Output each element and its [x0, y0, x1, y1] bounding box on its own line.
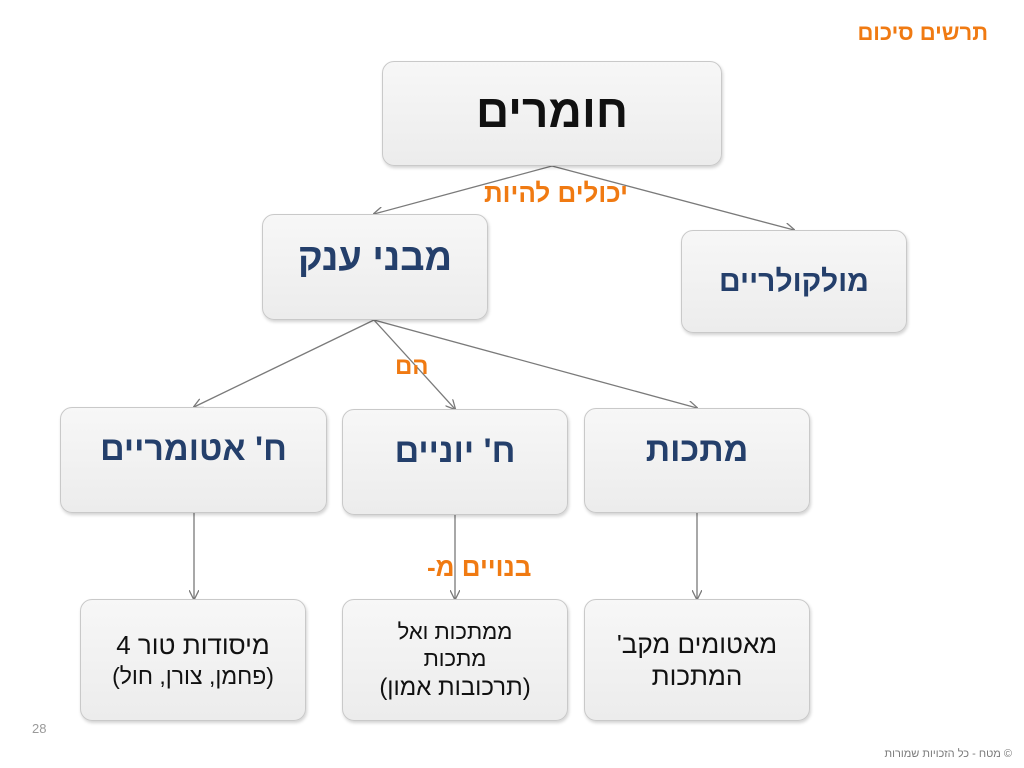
arrow-giant-to-ionic: [373, 319, 455, 409]
ionic-composition-line-2: מתכות: [423, 646, 487, 671]
arrow-materials-to-giant: [374, 165, 553, 214]
arrow-giant-to-metals: [373, 319, 697, 408]
node-atomic-elements-text: מיסודות טור 4 (פחמן, צורן, חול): [112, 629, 274, 690]
edge-label-can-be: יכולים להיות: [484, 178, 628, 208]
node-giant-structures: מבני ענק: [262, 214, 488, 320]
node-metal-atoms-label: מאטומים מקב' המתכות: [616, 628, 778, 692]
node-molecular-label: מולקולריים: [719, 264, 869, 298]
node-metals: מתכות: [584, 408, 810, 513]
node-atomic-substances: ח' אטומריים: [60, 407, 327, 513]
node-metal-atoms: מאטומים מקב' המתכות: [584, 599, 810, 721]
arrow-giant-to-atomic: [194, 319, 375, 407]
edge-label-built-from: בנויים מ-: [427, 552, 532, 582]
edge-label-are: הם: [395, 353, 429, 380]
node-ionic-substances: ח' יוניים: [342, 409, 568, 515]
node-atomic-elements: מיסודות טור 4 (פחמן, צורן, חול): [80, 599, 306, 721]
node-molecular: מולקולריים: [681, 230, 907, 333]
node-ionic-composition-text: ממתכות ואל מתכות (תרכובות אמון): [379, 618, 530, 703]
node-ionic-substances-label: ח' יוניים: [394, 432, 516, 470]
node-metals-label: מתכות: [645, 431, 749, 469]
node-giant-structures-label: מבני ענק: [297, 237, 453, 279]
atomic-elements-line-2: (פחמן, צורן, חול): [112, 662, 274, 689]
node-materials-label: חומרים: [475, 85, 629, 137]
node-atomic-substances-label: ח' אטומריים: [100, 430, 287, 468]
atomic-elements-line-1: מיסודות טור 4: [116, 630, 270, 661]
ionic-composition-line-3: (תרכובות אמון): [379, 673, 531, 701]
page-number: 28: [32, 721, 47, 736]
arrow-materials-to-molecular: [551, 165, 794, 230]
node-materials: חומרים: [382, 61, 722, 166]
slide-title: תרשים סיכום: [857, 20, 988, 45]
node-ionic-composition: ממתכות ואל מתכות (תרכובות אמון): [342, 599, 568, 721]
copyright-notice: © מטח - כל הזכויות שמורות: [884, 748, 1012, 760]
ionic-composition-line-1: ממתכות ואל: [397, 618, 513, 644]
